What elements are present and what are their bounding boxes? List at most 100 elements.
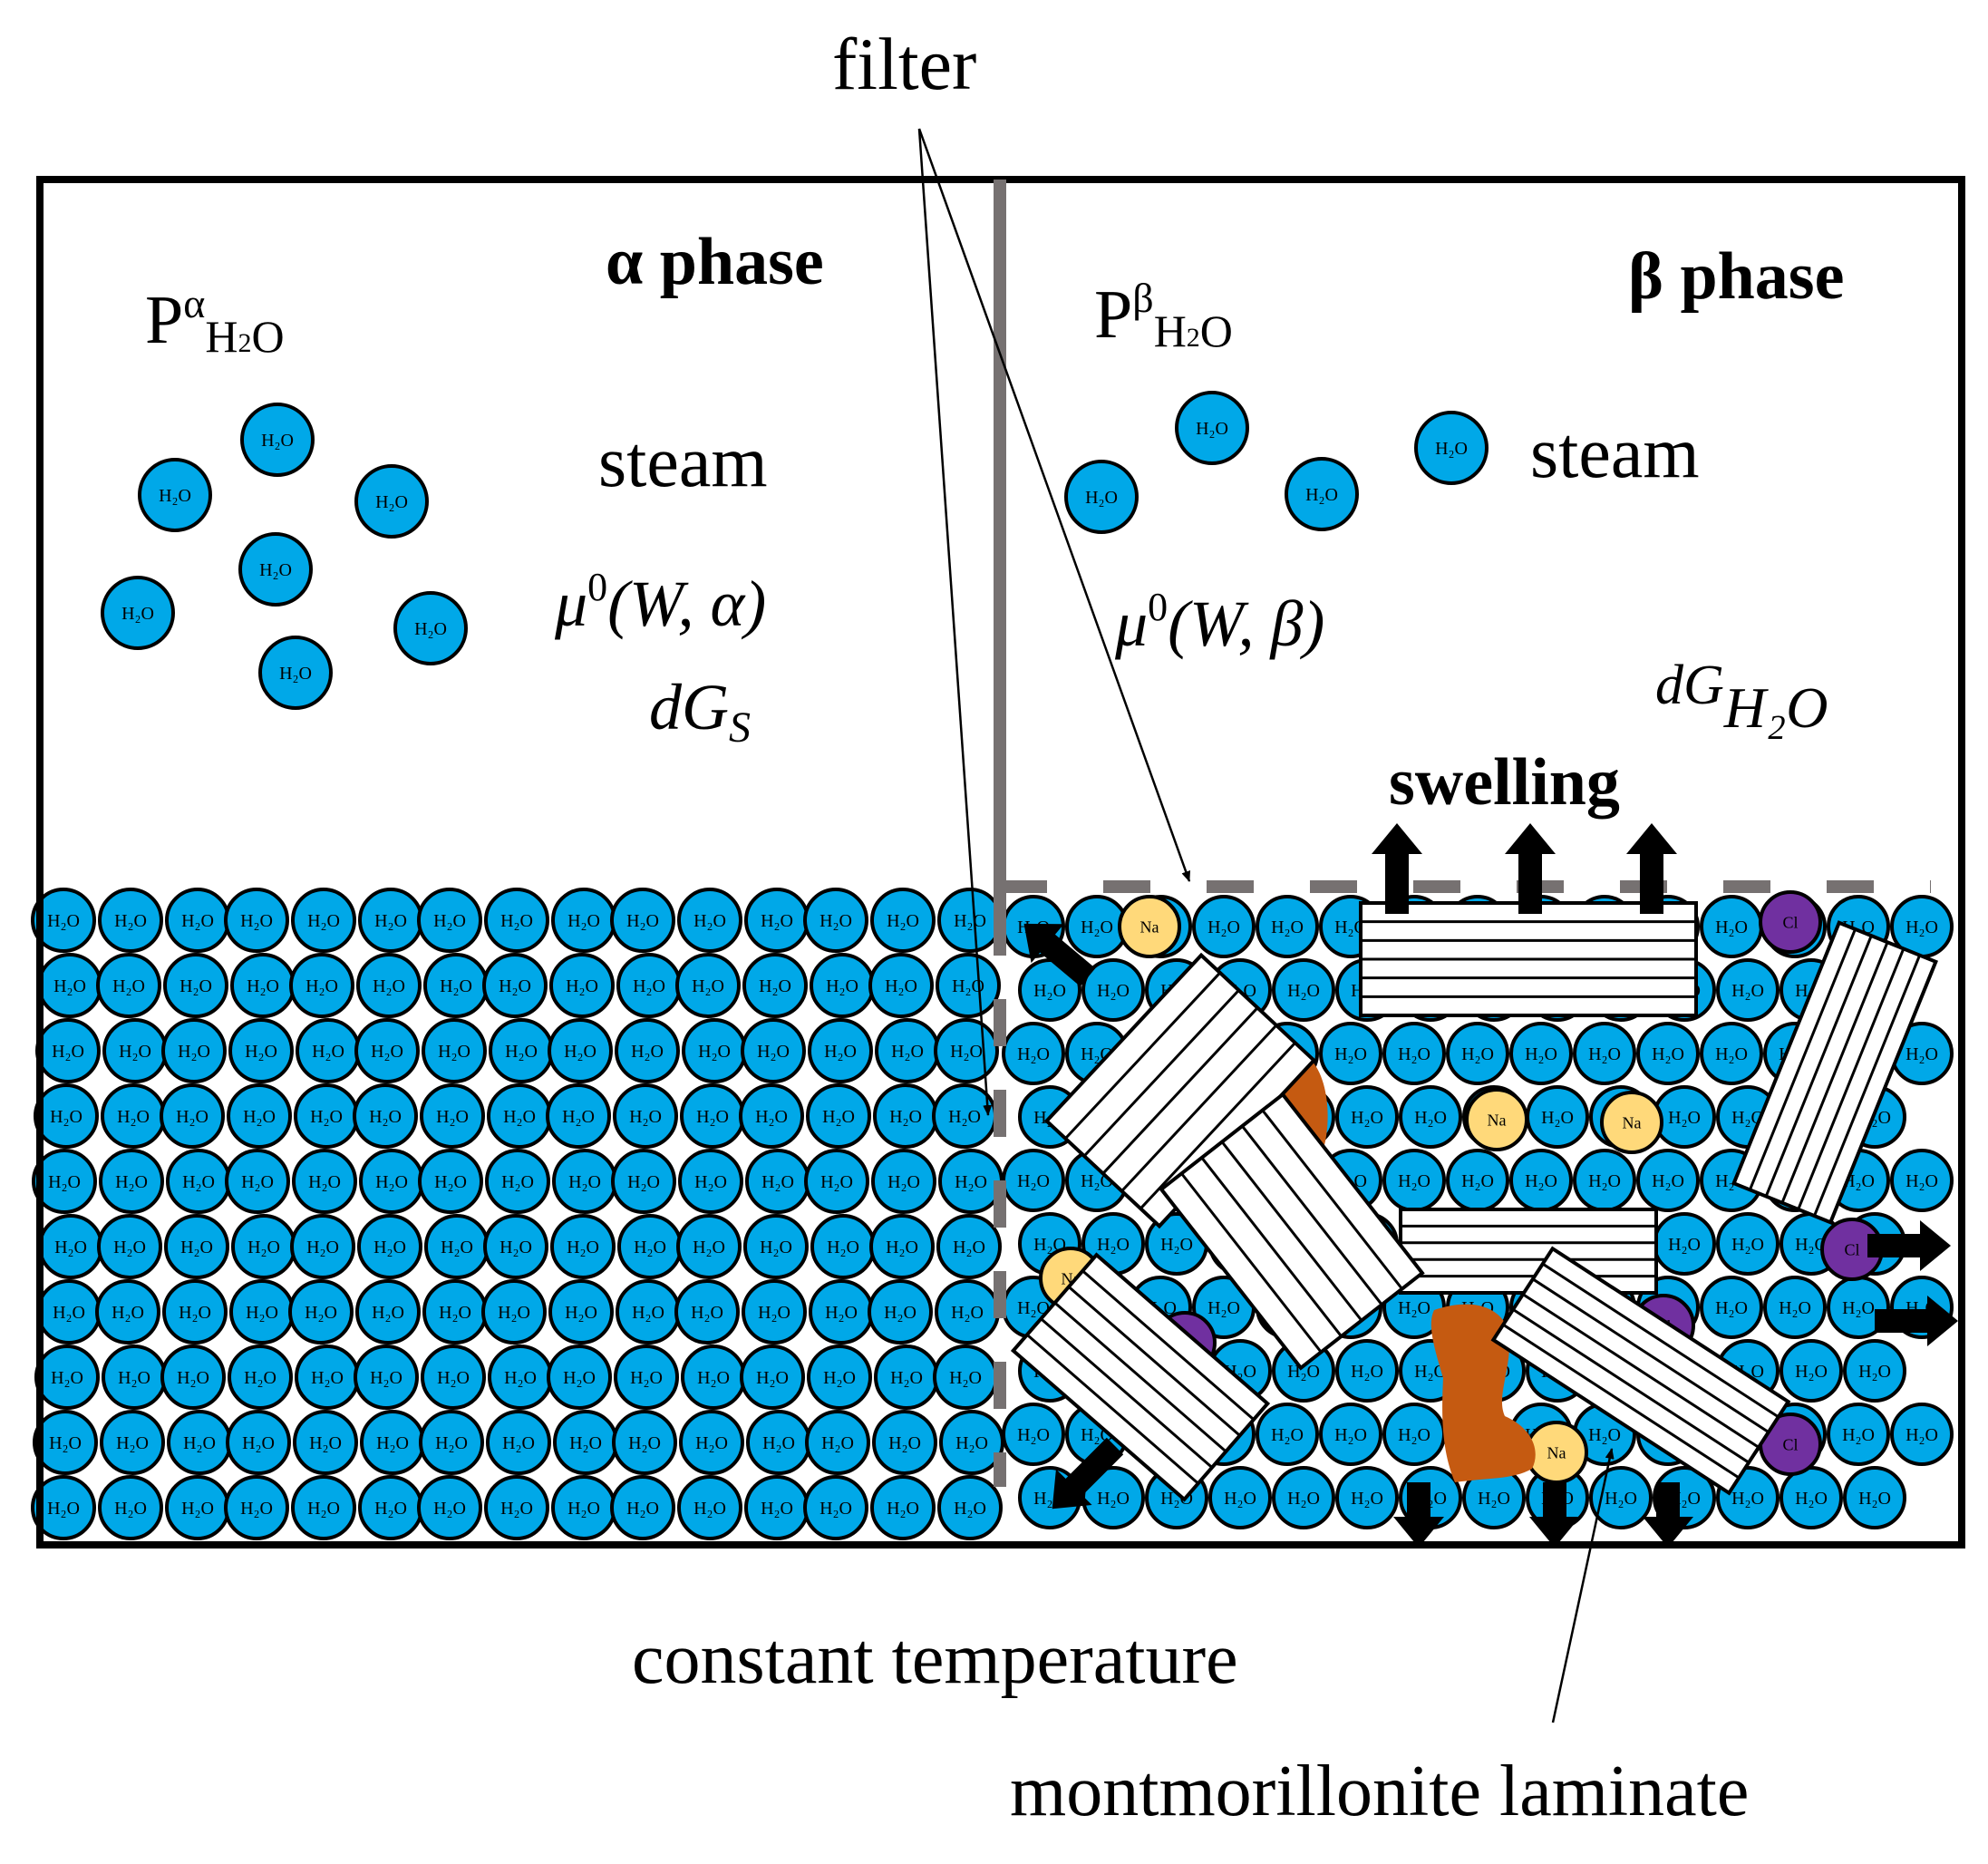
svg-text:Na: Na	[1488, 1111, 1507, 1129]
svg-text:H₂O: H₂O	[693, 1499, 726, 1519]
water-molecule: H₂O	[1780, 1466, 1843, 1529]
water-molecule: H₂O	[1382, 1149, 1446, 1212]
svg-text:H₂O: H₂O	[54, 1238, 87, 1257]
pressure-alpha-base: P	[145, 282, 184, 358]
svg-text:H₂O: H₂O	[757, 1042, 790, 1062]
water-molecule: H₂O	[614, 1345, 679, 1410]
svg-text:H₂O: H₂O	[439, 1303, 471, 1323]
svg-text:H₂O: H₂O	[245, 1042, 277, 1062]
water-molecule: H₂O	[875, 1018, 940, 1083]
water-molecule: H₂O	[746, 1410, 811, 1475]
water-molecule: H₂O	[101, 576, 175, 650]
svg-text:H₂O: H₂O	[821, 1433, 854, 1453]
svg-text:H₂O: H₂O	[179, 1303, 211, 1323]
svg-text:H₂O: H₂O	[180, 1238, 213, 1257]
svg-text:H₂O: H₂O	[567, 1499, 600, 1519]
water-molecule: H₂O	[551, 888, 616, 953]
water-molecule: H₂O	[937, 888, 1003, 953]
water-molecule: H₂O	[165, 888, 230, 953]
water-molecule: H₂O	[1335, 1466, 1399, 1529]
svg-text:Na: Na	[1140, 917, 1159, 936]
water-molecule: H₂O	[36, 1279, 102, 1345]
water-molecule: H₂O	[167, 1410, 232, 1475]
water-molecule: H₂O	[291, 888, 356, 953]
water-molecule: H₂O	[482, 953, 548, 1018]
svg-text:H₂O: H₂O	[181, 1499, 214, 1519]
filter-pointer-line	[917, 128, 1191, 882]
water-molecule: H₂O	[807, 1345, 872, 1410]
beta-phase-label: β phase	[1628, 239, 1845, 314]
svg-text:H₂O: H₂O	[240, 911, 273, 931]
svg-text:H₂O: H₂O	[1097, 981, 1130, 1001]
swelling-arrow-right	[1875, 1296, 1958, 1346]
svg-text:H₂O: H₂O	[1731, 981, 1764, 1001]
laminate-stack	[1399, 1208, 1658, 1295]
water-molecule: H₂O	[546, 1083, 611, 1149]
swelling-arrow-up	[1372, 823, 1422, 914]
svg-text:H₂O: H₂O	[569, 1433, 602, 1453]
svg-text:H₂O: H₂O	[1588, 1425, 1621, 1445]
water-molecule: H₂O	[1335, 1339, 1399, 1403]
svg-text:H₂O: H₂O	[885, 976, 917, 996]
svg-text:H₂O: H₂O	[955, 1433, 988, 1453]
pressure-beta-label: PβH2O	[1094, 277, 1233, 354]
svg-text:H₂O: H₂O	[1017, 1171, 1050, 1191]
water-molecule: H₂O	[420, 1083, 485, 1149]
water-molecule: H₂O	[1573, 1022, 1636, 1085]
svg-text:H₂O: H₂O	[308, 1172, 341, 1192]
water-molecule: H₂O	[1208, 1466, 1272, 1529]
water-molecule: H₂O	[1175, 391, 1249, 465]
svg-text:H₂O: H₂O	[562, 1107, 595, 1127]
svg-text:H₂O: H₂O	[246, 1303, 278, 1323]
svg-text:H₂O: H₂O	[1731, 1108, 1764, 1128]
svg-text:H₂O: H₂O	[1271, 1425, 1304, 1445]
water-molecule: H₂O	[294, 1083, 359, 1149]
svg-text:H₂O: H₂O	[696, 1107, 729, 1127]
svg-text:H₂O: H₂O	[259, 560, 292, 580]
water-molecule: H₂O	[35, 1018, 101, 1083]
svg-text:H₂O: H₂O	[566, 976, 598, 996]
water-molecule: H₂O	[31, 1475, 96, 1540]
svg-text:H₂O: H₂O	[1435, 439, 1468, 459]
svg-text:H₂O: H₂O	[692, 976, 724, 996]
svg-text:H₂O: H₂O	[823, 1368, 856, 1388]
svg-text:H₂O: H₂O	[627, 1172, 660, 1192]
water-molecule: H₂O	[417, 1475, 482, 1540]
water-molecule: H₂O	[1653, 1085, 1716, 1149]
svg-text:H₂O: H₂O	[629, 1107, 662, 1127]
svg-text:H₂O: H₂O	[759, 976, 791, 996]
swelling-arrow-down	[1643, 1482, 1693, 1548]
water-molecule: H₂O	[228, 1345, 293, 1410]
svg-text:H₂O: H₂O	[1906, 1044, 1938, 1064]
svg-text:H₂O: H₂O	[568, 1172, 601, 1192]
svg-text:H₂O: H₂O	[433, 911, 466, 931]
svg-text:H₂O: H₂O	[1414, 1108, 1447, 1128]
water-molecule: H₂O	[238, 532, 313, 607]
svg-text:H₂O: H₂O	[1652, 1171, 1684, 1191]
water-molecule: H₂O	[422, 1018, 487, 1083]
water-molecule: H₂O	[936, 953, 1001, 1018]
svg-text:H₂O: H₂O	[312, 1042, 344, 1062]
water-molecule: H₂O	[1843, 1339, 1906, 1403]
svg-text:H₂O: H₂O	[1715, 1044, 1748, 1064]
svg-text:H₂O: H₂O	[114, 1499, 147, 1519]
svg-text:H₂O: H₂O	[1541, 1108, 1574, 1128]
svg-text:H₂O: H₂O	[887, 911, 919, 931]
water-molecule: H₂O	[872, 1410, 937, 1475]
laminate-pointer-line	[1551, 1448, 1615, 1723]
svg-text:H₂O: H₂O	[117, 1107, 150, 1127]
water-molecule: H₂O	[1319, 1403, 1382, 1466]
water-molecule: H₂O	[1399, 1085, 1462, 1149]
water-molecule: H₂O	[226, 1410, 291, 1475]
water-molecule: H₂O	[1509, 1149, 1573, 1212]
svg-text:H₂O: H₂O	[500, 1499, 533, 1519]
water-molecule: H₂O	[166, 1149, 231, 1214]
water-molecule: H₂O	[138, 458, 212, 532]
water-molecule: H₂O	[548, 1279, 614, 1345]
water-molecule: H₂O	[292, 1149, 357, 1214]
water-molecule: H₂O	[295, 1345, 360, 1410]
svg-text:H₂O: H₂O	[121, 604, 154, 624]
water-molecule: H₂O	[1382, 1022, 1446, 1085]
svg-text:H₂O: H₂O	[954, 1499, 986, 1519]
water-molecule: H₂O	[484, 888, 549, 953]
